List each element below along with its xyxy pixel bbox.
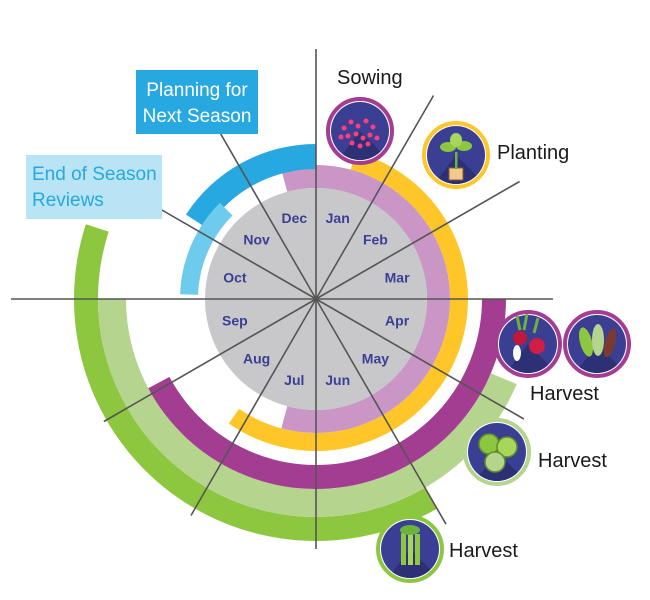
month-label-feb: Feb (363, 232, 388, 248)
divider-line (315, 180, 520, 300)
month-label-jul: Jul (284, 372, 304, 388)
month-label-jan: Jan (326, 210, 350, 226)
leafy-greens-icon (563, 310, 631, 378)
planning-line-2: Next Season (143, 106, 252, 127)
divider-line (315, 298, 447, 525)
planting-label: Planting (497, 142, 569, 164)
harvest-label-3: Harvest (449, 540, 518, 562)
harvest-light-green-ring (98, 299, 517, 517)
harvest-label-2: Harvest (538, 450, 607, 472)
month-label-oct: Oct (223, 269, 247, 285)
seedling-icon (422, 121, 490, 189)
month-label-aug: Aug (243, 350, 270, 366)
harvest-purple-ring (148, 299, 506, 489)
sowing-ring (281, 165, 450, 433)
month-label-mar: Mar (385, 269, 410, 285)
radish-icon (494, 310, 562, 378)
month-label-jun: Jun (325, 372, 350, 388)
divider-line (315, 95, 435, 300)
divider-line (190, 298, 317, 516)
month-label-may: May (362, 350, 389, 366)
brussels-sprouts-icon (463, 418, 531, 486)
planning-next-season-box: Planning for Next Season (136, 70, 258, 134)
reviews-line-1: End of Season (32, 164, 157, 185)
divider-line (103, 298, 317, 423)
end-of-season-reviews-box: End of Season Reviews (26, 155, 162, 219)
month-label-sep: Sep (222, 313, 248, 329)
sowing-label: Sowing (337, 67, 403, 89)
month-label-apr: Apr (385, 313, 410, 329)
planting-ring (228, 152, 468, 452)
celery-icon (376, 515, 444, 583)
month-labels: Jan Feb Mar Apr May Jun Jul Aug Sep Oct … (222, 210, 410, 388)
reviews-line-2: Reviews (32, 190, 104, 211)
end-of-season-reviews-ring (180, 202, 233, 295)
month-label-dec: Dec (281, 210, 307, 226)
month-label-nov: Nov (243, 232, 270, 248)
planning-line-1: Planning for (146, 80, 248, 101)
harvest-green-ring (74, 224, 438, 541)
seeds-icon (326, 97, 394, 165)
harvest-label-1: Harvest (530, 383, 599, 405)
divider-line (315, 298, 525, 420)
